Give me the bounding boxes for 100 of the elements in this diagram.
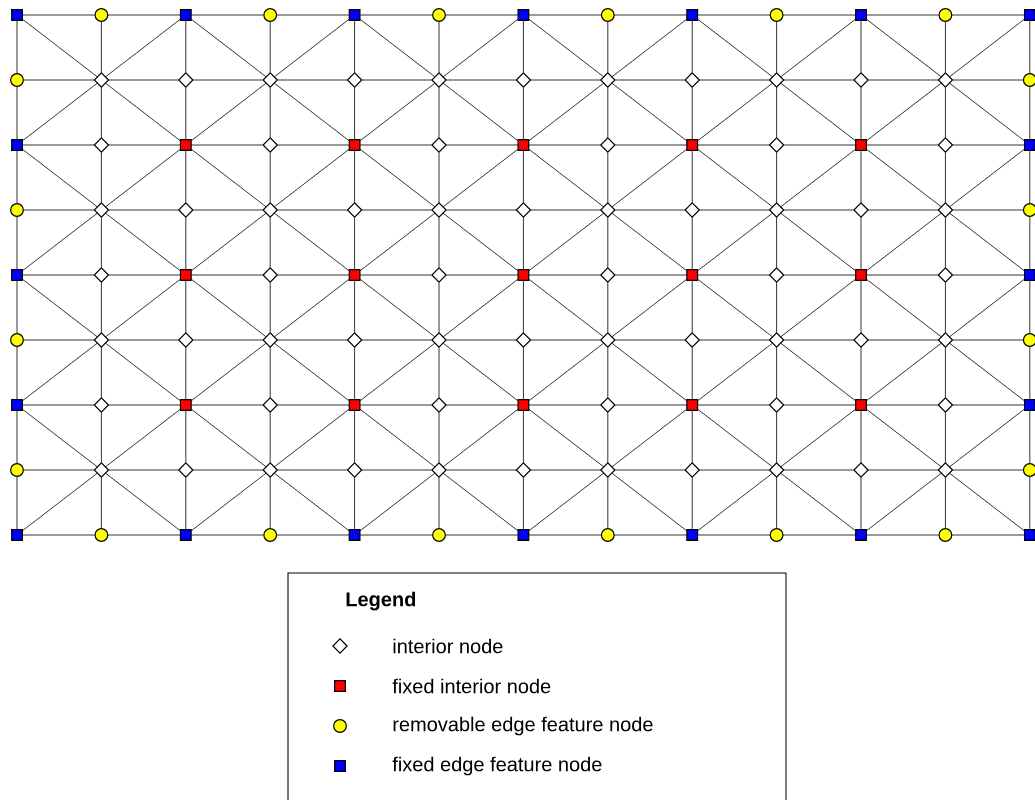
mesh-line bbox=[354, 20, 355, 73]
diamond-marker bbox=[93, 397, 110, 413]
mesh-line bbox=[354, 217, 355, 270]
mesh-line bbox=[446, 339, 516, 341]
mesh-line bbox=[951, 534, 1025, 536]
mesh-line bbox=[269, 477, 271, 529]
mesh-line bbox=[269, 282, 271, 333]
mesh-line bbox=[776, 282, 777, 333]
mesh-line bbox=[191, 83, 267, 141]
mesh-line bbox=[274, 343, 350, 401]
mesh-line bbox=[611, 213, 687, 271]
mesh-line bbox=[443, 279, 518, 337]
mesh-line bbox=[530, 469, 601, 471]
mesh-line bbox=[523, 347, 524, 400]
mesh-line bbox=[446, 469, 516, 471]
mesh-line bbox=[16, 476, 18, 530]
diamond-marker bbox=[431, 397, 447, 413]
mesh-line bbox=[360, 213, 435, 271]
circle-marker bbox=[1022, 73, 1035, 87]
mesh-line bbox=[101, 412, 102, 463]
mesh-line bbox=[691, 217, 693, 270]
mesh-line bbox=[22, 274, 94, 276]
diamond-marker bbox=[431, 332, 447, 348]
mesh-line bbox=[607, 477, 609, 529]
mesh-line bbox=[866, 83, 942, 141]
mesh-line bbox=[607, 21, 609, 73]
mesh-line bbox=[868, 79, 938, 81]
mesh-line bbox=[691, 150, 693, 203]
mesh-line bbox=[105, 409, 181, 467]
mesh-line bbox=[528, 279, 604, 337]
mesh-line bbox=[860, 87, 862, 140]
mesh-line bbox=[360, 409, 435, 467]
mesh-line bbox=[697, 213, 773, 271]
mesh-line bbox=[530, 209, 601, 211]
mesh-line bbox=[952, 404, 1025, 406]
square-marker bbox=[348, 269, 361, 281]
mesh-line bbox=[354, 410, 355, 463]
square-marker bbox=[179, 399, 192, 411]
mesh-line bbox=[185, 280, 187, 333]
mesh-line bbox=[354, 347, 355, 400]
diamond-marker bbox=[768, 332, 785, 348]
mesh-line bbox=[607, 347, 609, 398]
diamond-marker bbox=[768, 267, 785, 283]
diamond-marker bbox=[431, 72, 447, 88]
square-marker bbox=[855, 529, 867, 541]
mesh-line bbox=[523, 477, 524, 530]
mesh-line bbox=[784, 144, 856, 146]
mesh-line bbox=[105, 19, 181, 77]
mesh-line bbox=[866, 19, 942, 77]
square-marker bbox=[517, 529, 530, 541]
mesh-line bbox=[697, 14, 771, 16]
mesh-line bbox=[784, 79, 854, 81]
mesh-line bbox=[868, 469, 938, 471]
mesh-line bbox=[866, 534, 939, 536]
mesh-line bbox=[866, 404, 938, 406]
square-marker bbox=[517, 399, 530, 411]
square-marker bbox=[11, 529, 23, 541]
mesh-line bbox=[611, 279, 687, 337]
mesh-line bbox=[780, 213, 856, 271]
mesh-line bbox=[528, 473, 604, 531]
mesh-line bbox=[784, 209, 854, 211]
diamond-marker bbox=[177, 72, 194, 88]
diamond-marker bbox=[346, 462, 363, 478]
mesh-line bbox=[105, 83, 181, 141]
mesh-line bbox=[699, 209, 770, 211]
mesh-line bbox=[446, 274, 518, 276]
mesh-line bbox=[101, 477, 102, 529]
mesh-line bbox=[185, 20, 187, 73]
mesh-line bbox=[866, 213, 942, 271]
square-marker bbox=[686, 139, 699, 151]
mesh-line bbox=[362, 339, 432, 341]
mesh-line bbox=[269, 21, 271, 73]
mesh-line bbox=[274, 409, 350, 467]
diamond-marker bbox=[431, 267, 447, 283]
mesh-line bbox=[868, 209, 938, 211]
square-marker bbox=[686, 399, 699, 411]
square-marker bbox=[855, 9, 867, 21]
mesh-line bbox=[22, 279, 98, 337]
square-marker bbox=[1023, 139, 1035, 151]
diamond-marker bbox=[853, 202, 869, 218]
mesh-line bbox=[776, 87, 777, 138]
diamond-marker bbox=[93, 462, 110, 478]
mesh-line bbox=[360, 149, 435, 207]
mesh-line bbox=[108, 209, 179, 211]
mesh-line bbox=[269, 347, 271, 398]
mesh-line bbox=[274, 279, 350, 337]
mesh-line bbox=[866, 343, 942, 401]
mesh-line bbox=[191, 343, 267, 401]
mesh-line bbox=[945, 477, 946, 529]
diamond-marker bbox=[599, 462, 616, 478]
mesh-line bbox=[108, 469, 179, 471]
mesh-line bbox=[699, 79, 770, 81]
mesh-line bbox=[101, 152, 102, 203]
mesh-line bbox=[528, 19, 604, 77]
mesh-line bbox=[191, 149, 267, 207]
mesh-line bbox=[780, 19, 856, 77]
mesh-line bbox=[16, 86, 18, 140]
mesh-line bbox=[274, 213, 350, 271]
mesh-line bbox=[269, 87, 271, 138]
mesh-line bbox=[860, 150, 862, 203]
